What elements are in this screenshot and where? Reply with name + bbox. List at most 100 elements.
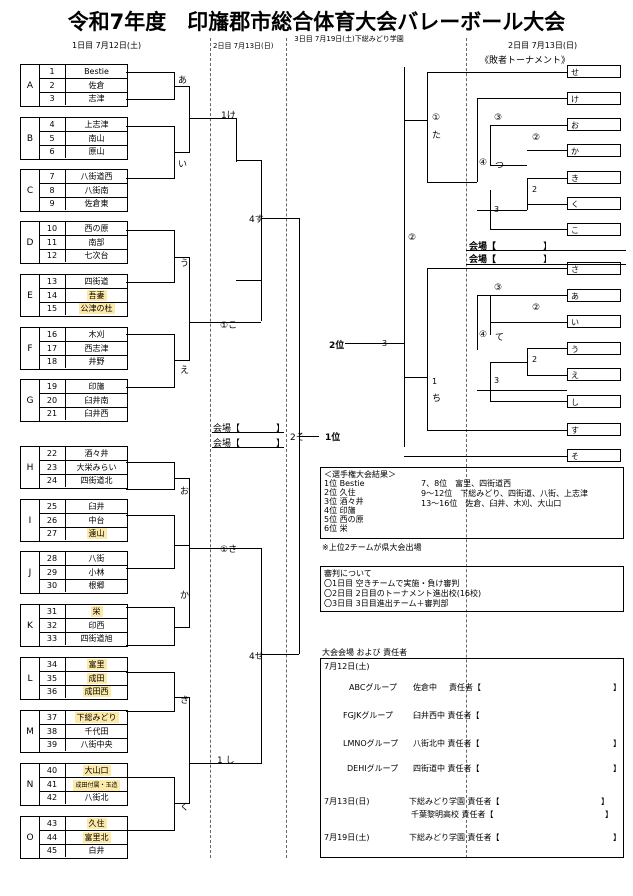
result-line: 5位 西の原 [324,515,364,524]
team-name: 上志津 [84,120,109,129]
team-name-cell: 大山口 [66,764,127,777]
group-letter: N [21,764,40,805]
bracket-mark: ③ [494,113,503,123]
team-name: 木刈 [88,330,105,339]
bracket-label: え [180,366,190,376]
team-name-cell: 成田 [66,672,127,685]
consolation-slot: く [567,197,621,210]
consolation-slot: い [567,315,621,328]
day2b-label: 2日目 7月13日(日) [508,41,578,50]
bracket-mark: 2 [532,185,538,194]
team-name-cell: 八街南 [66,184,127,197]
team-name-cell: 志津 [66,92,127,105]
group-letter: G [21,380,40,421]
team-name-cell: 大栄みらい [66,461,127,474]
team-row: 25 臼井 [39,500,127,514]
team-name: 臼井南 [84,395,109,405]
team-name-cell: 原山 [66,145,127,158]
bracket-mark: ② [532,133,541,143]
referee-line: 〇3日目 3日目進出チーム＋審判部 [324,599,449,608]
team-number: 8 [39,183,66,197]
consolation-slot: き [567,171,621,184]
bracket-label: 4せ [249,652,264,662]
bracket-label: ①さ [220,545,238,555]
team-name: 中台 [88,515,105,525]
team-number: 45 [39,844,66,858]
team-number: 38 [39,724,66,738]
team-name-cell: 八街北 [66,791,127,804]
team-number: 6 [39,145,66,159]
team-name: 小林 [88,567,105,577]
team-number: 25 [39,500,66,513]
venue-school: 下総みどり学園 責任者【 [409,797,500,806]
group-letter: J [21,552,40,593]
team-number: 39 [39,738,66,752]
day3-label: 3日目 7月19日(土)下総みどり学園 [294,35,404,43]
team-name: 臼井 [88,502,105,511]
team-name-cell: 成田西 [66,685,127,698]
team-name: 遠山 [86,528,107,540]
venue-group: FGJKグループ [343,711,393,720]
consolation-slot: か [567,144,621,157]
bracket-label: 1 し [217,756,235,766]
team-number: 21 [39,407,66,421]
team-name-cell: 八街道西 [66,170,127,183]
bracket-label: 4す [249,215,264,225]
team-name: 井野 [88,357,105,367]
team-number: 43 [39,817,66,830]
bracket-mark: 3 [494,376,500,385]
venue-school: 四街道中 責任者【 [413,764,480,773]
referee-line: 〇2日目 2日目のトーナメント進出校(16校) [324,589,482,598]
bracket-mark: て [495,333,505,343]
group-letter: A [21,65,40,106]
result-line: 1位 Bestie [324,479,365,488]
day1-label: 1日目 7月12日(土) [72,41,142,50]
team-name: 大栄みらい [76,462,117,472]
group-letter: K [21,605,40,646]
team-number: 22 [39,447,66,460]
team-name-cell: 四街道北 [66,474,127,487]
consolation-slot: お [567,118,621,131]
venue-close: 】 [543,255,553,265]
venue-label: 会場【 [213,439,241,449]
champion-label: 1位 [325,433,341,443]
separator [466,38,467,858]
team-name: 南部 [88,237,105,247]
bracket-label: お [180,487,190,497]
team-number: 10 [39,222,66,235]
group-letter: O [21,817,40,858]
team-name-cell: 公津の杜 [66,302,127,315]
team-name-cell: 吾妻 [66,289,127,302]
venue-label: 会場【 [469,255,497,265]
consolation-slot: う [567,342,621,355]
team-number: 12 [39,249,66,263]
team-name: 久住 [86,818,107,829]
team-name: 下総みどり [74,712,119,723]
team-number: 17 [39,341,66,355]
result-line: 3位 酒々井 [324,497,364,506]
bracket-mark: ④ [479,158,488,168]
team-name: 西の原 [84,224,109,233]
consolation-slot: け [567,92,621,105]
team-name: 富里 [86,659,107,670]
